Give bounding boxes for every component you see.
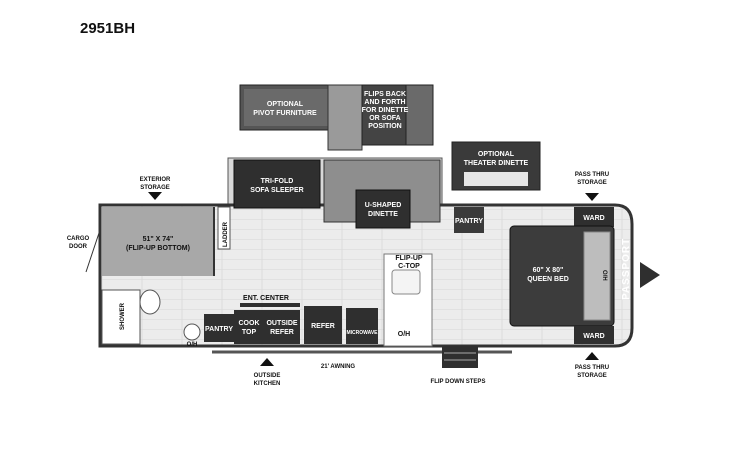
label-shower: SHOWER [120, 302, 126, 330]
ward-bottom [574, 326, 614, 344]
outside-kitchen-arrow [260, 358, 274, 366]
hitch [640, 262, 660, 288]
label-ent-center: ENT. CENTER [243, 295, 289, 302]
label-pass-thru-bottom-2: STORAGE [577, 373, 607, 379]
label-brand: PASSPORT [621, 238, 632, 300]
label-flips-2: AND FORTH [364, 99, 405, 106]
label-bunk-2: (FLIP-UP BOTTOM) [126, 245, 190, 252]
label-ladder: LADDER [223, 221, 229, 247]
label-optional-pivot-1: OPTIONAL [267, 101, 304, 108]
label-outside-refer-1: OUTSIDE [266, 320, 297, 327]
bath-sink [183, 323, 201, 341]
label-pantry-top: PANTRY [455, 218, 483, 225]
label-refer: REFER [311, 323, 335, 330]
label-bunk-1: 51" X 74" [143, 236, 174, 243]
microwave-range [346, 308, 378, 344]
label-u-dinette-1: U-SHAPED [365, 202, 402, 209]
refer [304, 306, 342, 344]
label-flip-up-2: C-TOP [398, 263, 420, 270]
u-dinette-table [355, 189, 411, 229]
label-queen-2: QUEEN BED [527, 276, 569, 283]
label-pass-thru-top-1: PASS THRU [575, 172, 609, 178]
label-pantry-bottom: PANTRY [205, 326, 233, 333]
label-outside-refer-2: REFER [270, 329, 294, 336]
label-ward-bottom: WARD [583, 333, 604, 340]
label-exterior-storage-1: EXTERIOR [140, 177, 171, 183]
shower [101, 289, 141, 345]
ward-top [574, 207, 614, 227]
bed-headboard [583, 231, 611, 321]
label-cook-top-1: COOK [239, 320, 260, 327]
label-tri-fold-1: TRI-FOLD [261, 178, 294, 185]
pass-thru-top-arrow [585, 193, 599, 201]
label-flips-3: FOR DINETTE [362, 107, 409, 114]
label-theater-2: THEATER DINETTE [464, 160, 529, 167]
label-flips-5: POSITION [368, 123, 401, 130]
label-oh-bed: O/H [601, 270, 607, 281]
label-flips-1: FLIPS BACK [364, 91, 406, 98]
trailer-body [98, 203, 634, 348]
ent-center [240, 303, 300, 307]
label-oh-kitchen: O/H [398, 331, 410, 338]
c-top-counter [383, 253, 433, 347]
label-u-dinette-2: DINETTE [368, 211, 398, 218]
label-outside-kitchen-1: OUTSIDE [254, 373, 281, 379]
label-microwave: MICROWAVE [346, 330, 378, 336]
label-queen-1: 60" X 80" [533, 267, 564, 274]
cargo-door-swing [85, 229, 101, 273]
pass-thru-bottom-arrow [585, 352, 599, 360]
pantry-bottom [204, 314, 234, 342]
label-pass-thru-bottom-1: PASS THRU [575, 365, 609, 371]
label-flips-4: OR SOFA [369, 115, 401, 122]
model-number: 2951BH [80, 20, 136, 37]
outside-refer [264, 310, 300, 344]
label-cargo-door-1: CARGO [67, 236, 90, 242]
cook-top [234, 310, 264, 344]
label-exterior-storage-2: STORAGE [140, 185, 170, 191]
label-optional-pivot-2: PIVOT FURNITURE [253, 110, 317, 117]
optional-theater-dinette: OPTIONAL THEATER DINETTE [451, 141, 541, 191]
label-pass-thru-top-2: STORAGE [577, 180, 607, 186]
label-tri-fold-2: SOFA SLEEPER [250, 187, 303, 194]
optional-pivot-furniture: OPTIONAL PIVOT FURNITURE FLIPS BACK AND … [239, 84, 434, 151]
label-outside-kitchen-2: KITCHEN [254, 381, 281, 387]
pantry-top [454, 207, 484, 233]
label-awning: 21' AWNING [321, 364, 356, 370]
label-cook-top-2: TOP [242, 329, 257, 336]
label-flip-up-1: FLIP-UP [395, 255, 423, 262]
flip-down-steps [442, 346, 478, 368]
label-theater-1: OPTIONAL [478, 151, 515, 158]
label-flip-down-steps: FLIP DOWN STEPS [431, 379, 486, 385]
label-cargo-door-2: DOOR [69, 244, 88, 250]
bunk-area [102, 207, 214, 276]
ladder [217, 206, 231, 250]
label-ward-top: WARD [583, 215, 604, 222]
label-oh-bath: O/H [187, 342, 198, 348]
toilet [139, 289, 161, 315]
sink [391, 269, 421, 295]
tri-fold-sofa [233, 159, 321, 209]
exterior-storage-arrow [148, 192, 162, 200]
